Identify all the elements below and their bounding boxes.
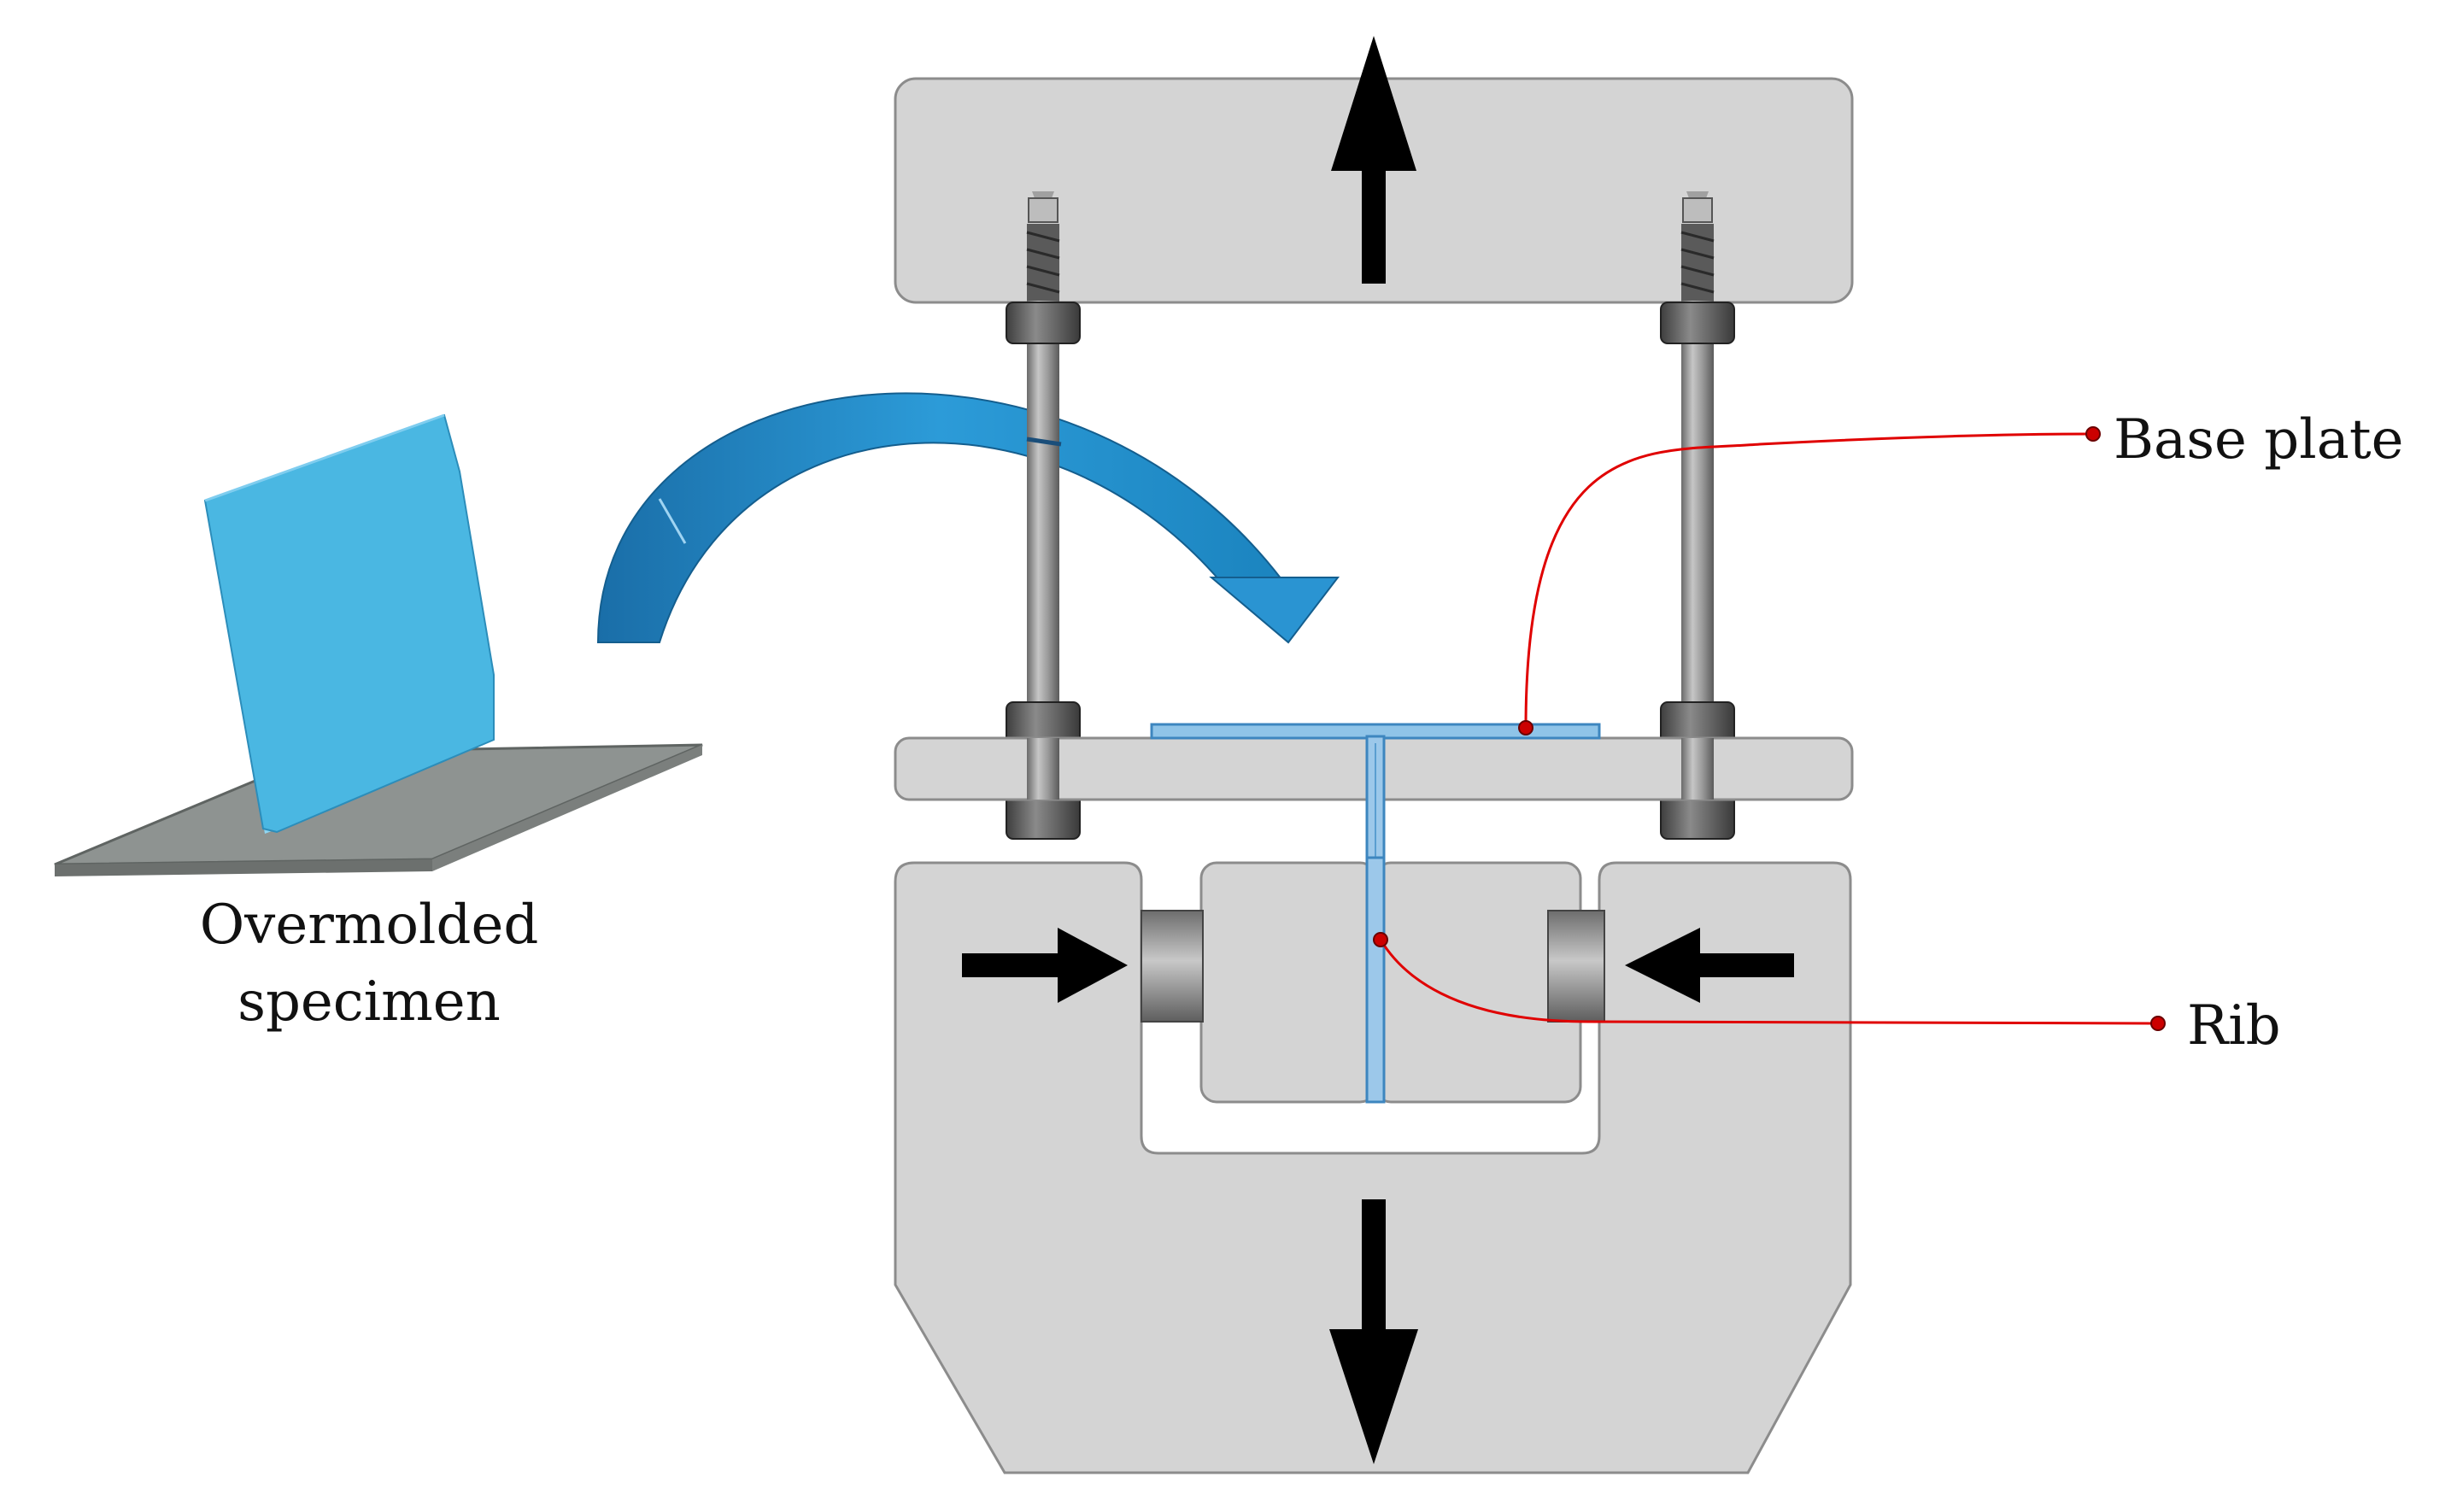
- specimen-base-edge: [55, 859, 432, 876]
- rib-label: Rib: [2187, 994, 2281, 1058]
- lower-grip: [894, 861, 1852, 1474]
- base-plate-leader: [1524, 432, 2087, 729]
- arrow-down-icon: [1329, 1199, 1418, 1464]
- base-plate-label: Base plate: [2114, 408, 2403, 472]
- left-roller: [1141, 910, 1204, 1023]
- specimen-rib: [203, 413, 495, 834]
- overmolded-specimen: [54, 413, 703, 876]
- curved-arrow-icon: [596, 392, 1340, 644]
- arrow-right-icon: [962, 928, 1128, 1003]
- base-plate-dot: [1518, 720, 1533, 735]
- arrow-left-icon: [1625, 928, 1794, 1003]
- specimen-label-line1: Overmolded: [200, 894, 539, 957]
- right-roller: [1547, 910, 1605, 1023]
- rib-dot: [1373, 932, 1388, 947]
- arrow-up-icon: [1331, 36, 1416, 284]
- specimen-label-line2: specimen: [237, 970, 501, 1034]
- left-jaw: [1199, 861, 1377, 1104]
- rib-leader: [1379, 939, 2152, 1025]
